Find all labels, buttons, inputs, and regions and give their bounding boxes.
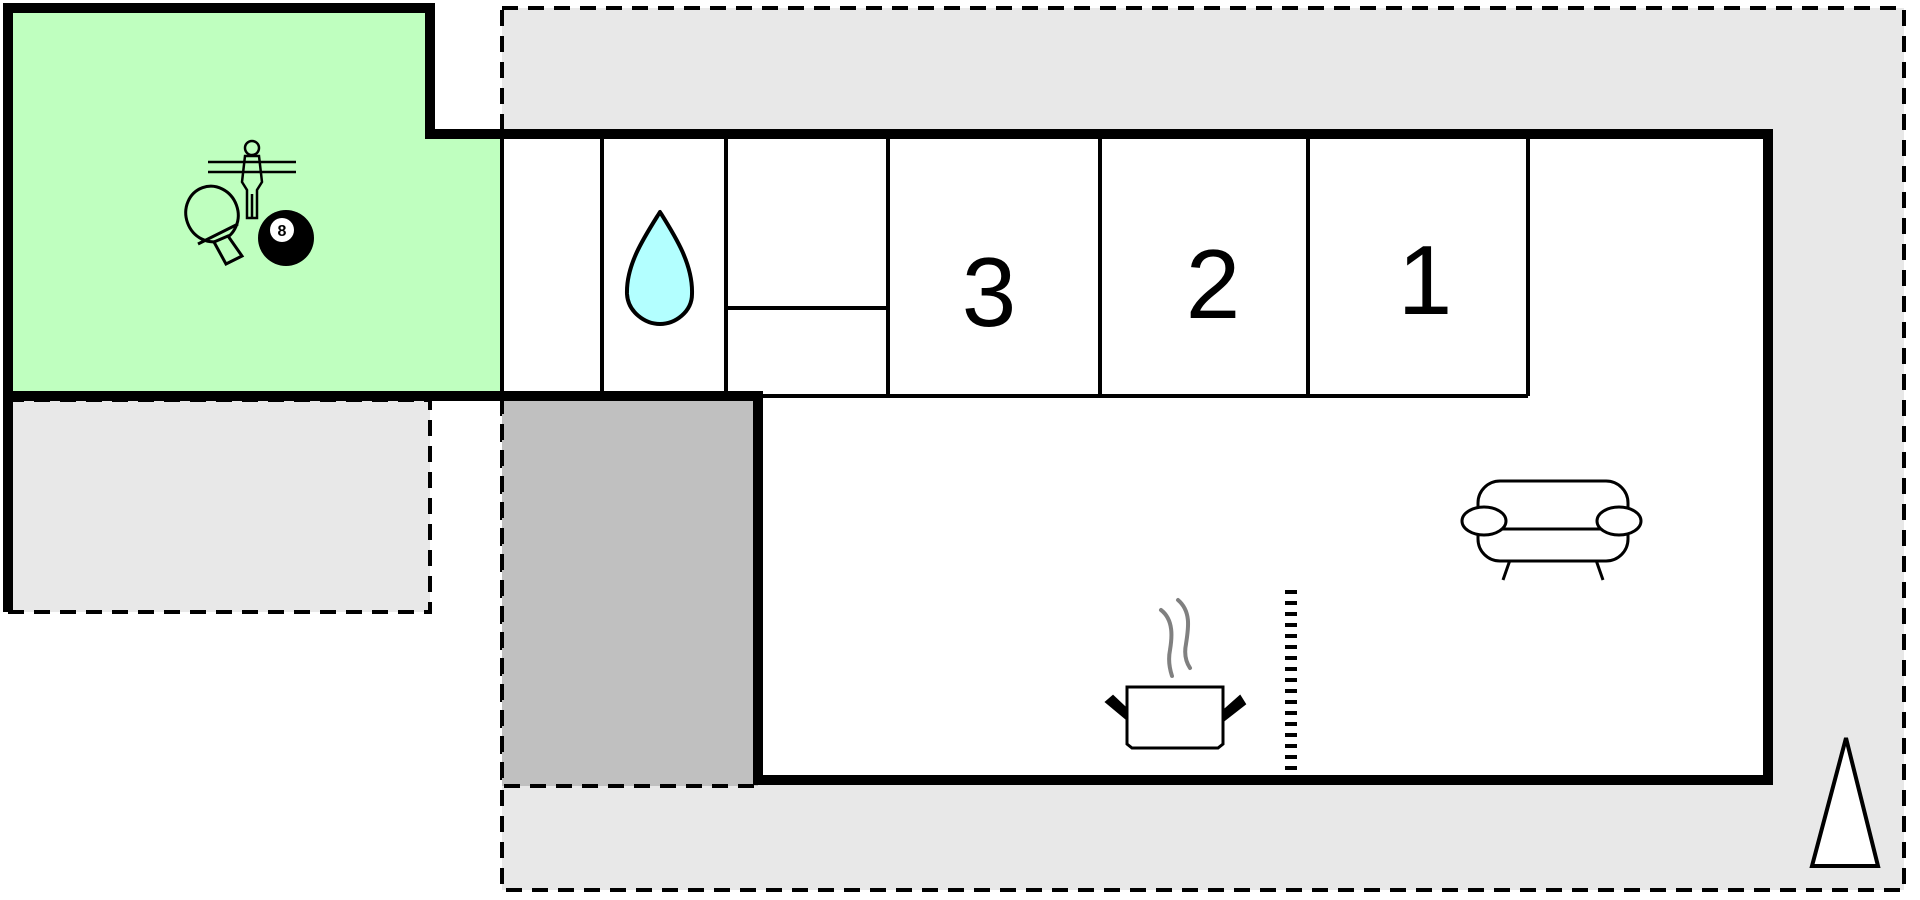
- table-football-icon: [208, 139, 296, 220]
- water-drop-icon: [624, 210, 695, 326]
- bedroom-number-3: 3: [962, 237, 1017, 347]
- north-arrow-icon: [1809, 737, 1881, 868]
- outdoor-area-left: [6, 398, 432, 614]
- bedroom-number-2: 2: [1186, 229, 1241, 339]
- billiard-ball-icon: 8: [258, 210, 314, 266]
- billiard-ball-number: 8: [278, 223, 287, 240]
- covered-area: [500, 394, 760, 788]
- cooking-pot-icon: [1104, 598, 1247, 750]
- bedroom-number-1: 1: [1398, 225, 1453, 335]
- table-tennis-icon: [184, 184, 245, 266]
- house-interior: [502, 134, 1768, 780]
- games-room: [8, 8, 502, 396]
- walls: [3, 3, 1773, 785]
- sofa-icon: [1460, 479, 1643, 581]
